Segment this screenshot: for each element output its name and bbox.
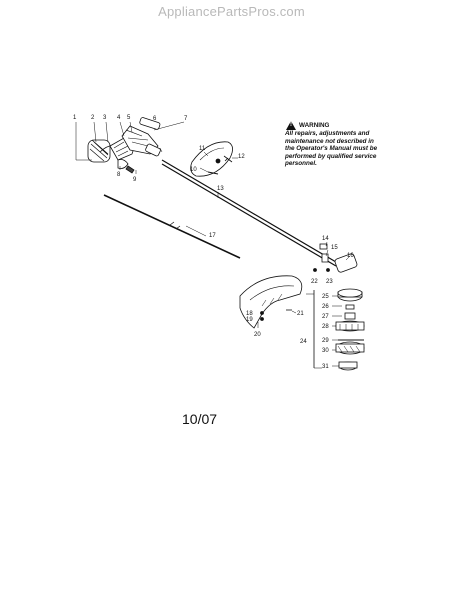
screw-10	[207, 171, 219, 175]
callout-labels: 1 2 3 4 5 6 7 8 9 10 11 12 13 14 15 16 1…	[73, 115, 354, 370]
callout-21: 21	[297, 311, 304, 317]
callout-27: 27	[322, 314, 329, 320]
callout-25: 25	[322, 294, 329, 300]
cover-part	[190, 141, 233, 177]
date-code: 10/07	[182, 411, 218, 427]
callout-17: 17	[209, 233, 216, 239]
callout-10: 10	[190, 167, 197, 173]
callout-31: 31	[322, 364, 329, 370]
engine-parts-cluster	[87, 117, 161, 174]
callout-4: 4	[117, 115, 121, 121]
callout-18: 18	[246, 311, 253, 317]
callout-3: 3	[103, 115, 107, 121]
screw-12	[223, 155, 233, 163]
callout-23: 23	[326, 279, 333, 285]
callout-28: 28	[322, 324, 329, 330]
callout-24: 24	[300, 339, 307, 345]
watermark: AppliancePartsPros.com	[158, 4, 305, 19]
callout-19: 19	[246, 317, 253, 323]
warning-title: WARNING	[299, 121, 330, 129]
callout-7: 7	[184, 116, 188, 122]
callout-9: 9	[133, 177, 137, 183]
callout-29: 29	[322, 338, 329, 344]
callout-2: 2	[91, 115, 95, 121]
warning-notice: ! WARNING All repairs, adjustments and m…	[285, 121, 385, 168]
drive-cable	[103, 194, 241, 259]
callout-26: 26	[322, 304, 329, 310]
callout-11: 11	[199, 146, 206, 152]
callout-22: 22	[311, 279, 318, 285]
deflector-shield	[239, 275, 303, 329]
callout-8: 8	[117, 172, 121, 178]
coupler-parts	[313, 243, 358, 273]
callout-15: 15	[331, 245, 338, 251]
warning-triangle-icon: !	[286, 121, 296, 130]
callout-14: 14	[322, 236, 329, 242]
callout-12: 12	[238, 154, 245, 160]
callout-16: 16	[347, 253, 354, 259]
warning-header: ! WARNING	[286, 121, 385, 130]
drive-shaft-tube	[161, 159, 337, 267]
warning-text: All repairs, adjustments and maintenance…	[285, 130, 378, 168]
callout-20: 20	[254, 332, 261, 338]
callout-5: 5	[127, 115, 131, 121]
callout-13: 13	[217, 186, 224, 192]
trimmer-head-stack	[313, 288, 365, 371]
callout-6: 6	[153, 116, 157, 122]
callout-30: 30	[322, 348, 329, 354]
leader-lines	[75, 121, 351, 369]
callout-1: 1	[73, 115, 77, 121]
